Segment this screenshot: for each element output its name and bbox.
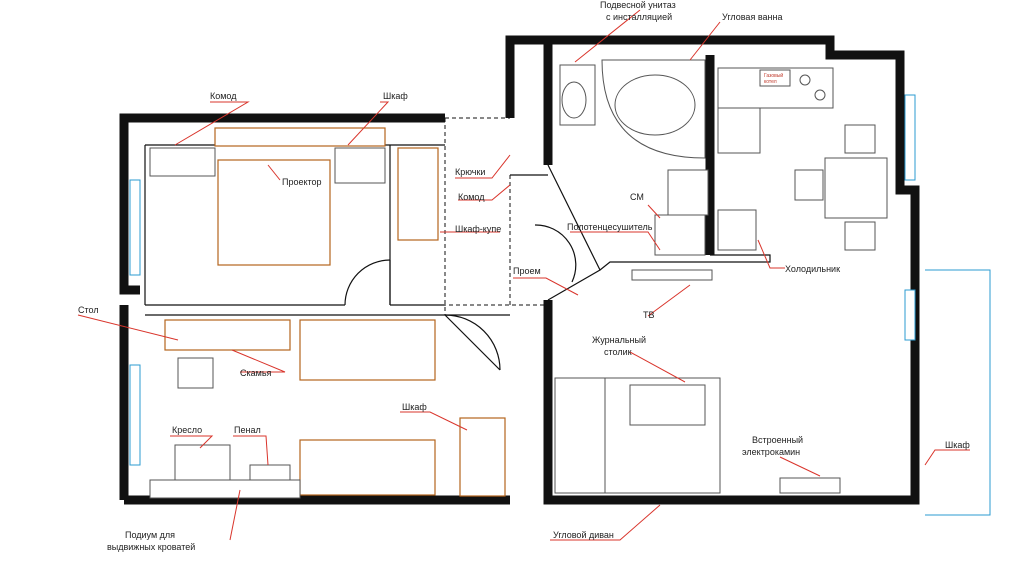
label-toilet: Подвесной унитаз (600, 0, 676, 10)
label-bath: Угловая ванна (722, 12, 782, 22)
label-fridge: Холодильник (785, 264, 840, 274)
label-pencil-case: Пенал (234, 425, 261, 435)
label-wardrobe-3: Шкаф (945, 440, 970, 450)
leader-lines (77, 9, 970, 541)
label-fireplace-2: электрокамин (742, 447, 800, 457)
label-washer: СМ (630, 192, 644, 202)
label-dresser-2: Комод (458, 192, 485, 202)
label-coffee-table-2: столик (604, 347, 632, 357)
label-fireplace-1: Встроенный (752, 435, 803, 445)
labels: Подвесной унитаз с инсталляцией Угловая … (78, 0, 970, 552)
label-projector: Проектор (282, 177, 322, 187)
label-tv: ТВ (643, 310, 655, 320)
furniture (149, 59, 888, 499)
label-wardrobe-1: Шкаф (383, 91, 408, 101)
label-toilet-2: с инсталляцией (606, 12, 672, 22)
label-dresser-1: Комод (210, 91, 237, 101)
label-gas-boiler-1: Газовый (764, 72, 783, 79)
label-bench: Скамья (240, 368, 272, 378)
label-armchair: Кресло (172, 425, 202, 435)
windows (129, 94, 991, 516)
openings (400, 117, 548, 316)
doors (344, 224, 577, 371)
label-wardrobe-2: Шкаф (402, 402, 427, 412)
label-coffee-table-1: Журнальный (592, 335, 646, 345)
label-opening: Проем (513, 266, 541, 276)
label-podium-1: Подиум для (125, 530, 175, 540)
label-gas-boiler-2: котел (764, 79, 777, 85)
label-wardrobe-coupe: Шкаф-купе (455, 224, 501, 234)
label-hooks: Крючки (455, 167, 485, 177)
label-desk: Стол (78, 305, 99, 315)
label-towel-dryer: Полотенцесушитель (567, 222, 653, 232)
label-sofa: Угловой диван (553, 530, 614, 540)
label-podium-2: выдвижных кроватей (107, 542, 195, 552)
